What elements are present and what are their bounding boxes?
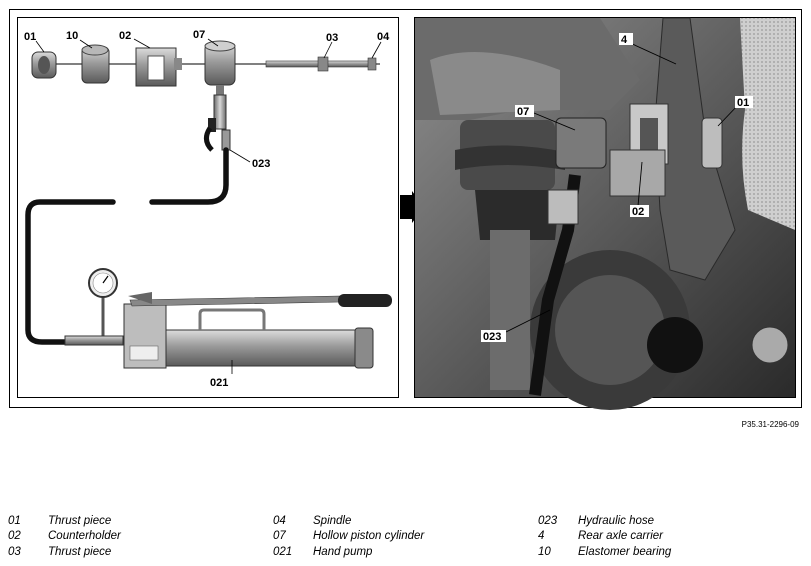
elastomer-bearing-10-drawing [81,44,110,84]
callout-01: 01 [24,31,36,43]
legend-item: 02 Counterholder [8,530,273,542]
legend-code: 021 [273,545,293,558]
legend-row: 03 Thrust piece 021 Hand pump 10 Elastomer … [8,544,803,560]
legend-label: Counterholder [48,530,121,543]
legend-label: Spindle [313,514,352,527]
hydraulic-hose-drawing [25,147,229,345]
legend-label: Elastomer bearing [578,545,672,558]
legend-label: Hollow piston cylinder [313,530,425,543]
legend-item: 07 Hollow piston cylinder [273,530,538,542]
callout-07: 07 [193,29,205,41]
legend-label: Rear axle carrier [578,530,663,543]
legend-label: Hand pump [313,545,373,558]
callout-03: 03 [326,32,338,44]
installation-photo-panel: 4 01 07 02 023 [414,17,796,410]
legend-item: 03 Thrust piece [8,546,273,558]
legend-item: 023 Hydraulic hose [538,515,803,527]
tool-drawing-panel: 01 10 02 07 03 04 023 021 [17,17,399,398]
callout-04: 04 [377,31,390,43]
legend-item: 01 Thrust piece [8,515,273,527]
legend-code: 03 [8,545,21,558]
left-leader-lines [35,38,382,374]
workshop-illustration: 01 10 02 07 03 04 023 021 [9,9,802,410]
legend-label: Hydraulic hose [578,514,655,527]
callout-02-photo: 02 [632,206,644,218]
legend-label: Thrust piece [48,545,112,558]
hollow-piston-cylinder-07-drawing [204,40,236,95]
hand-pump-021-drawing [64,268,392,369]
legend-code: 02 [8,530,21,543]
legend-code: 4 [538,530,545,543]
legend-item: 021 Hand pump [273,546,538,558]
callout-021: 021 [210,377,228,389]
counterholder-02-drawing [135,47,182,87]
thrust-piece-01-drawing [31,51,57,79]
spindle-04-drawing [265,56,377,72]
legend-row: 02 Counterholder 07 Hollow piston cylinder… [8,529,803,545]
callout-10: 10 [66,30,78,42]
legend-code: 04 [273,514,286,527]
hose-coupling-drawing [204,94,231,152]
callout-07-photo: 07 [517,106,529,118]
legend-code: 01 [8,514,21,527]
legend-row: 01 Thrust piece 04 Spindle 023 Hydraulic ho… [8,513,803,529]
legend-item: 04 Spindle [273,515,538,527]
legend-code: 07 [273,530,286,543]
legend-code: 023 [538,514,558,527]
legend-code: 10 [538,545,551,558]
figure-reference-code: P35.31-2296-09 [741,420,799,429]
legend-item: 10 Elastomer bearing [538,546,803,558]
callout-4: 4 [621,34,628,46]
callout-023-photo: 023 [483,331,501,343]
callout-01-photo: 01 [737,97,749,109]
callout-02: 02 [119,30,131,42]
callout-023: 023 [252,158,270,170]
legend-label: Thrust piece [48,514,112,527]
legend-item: 4 Rear axle carrier [538,530,803,542]
